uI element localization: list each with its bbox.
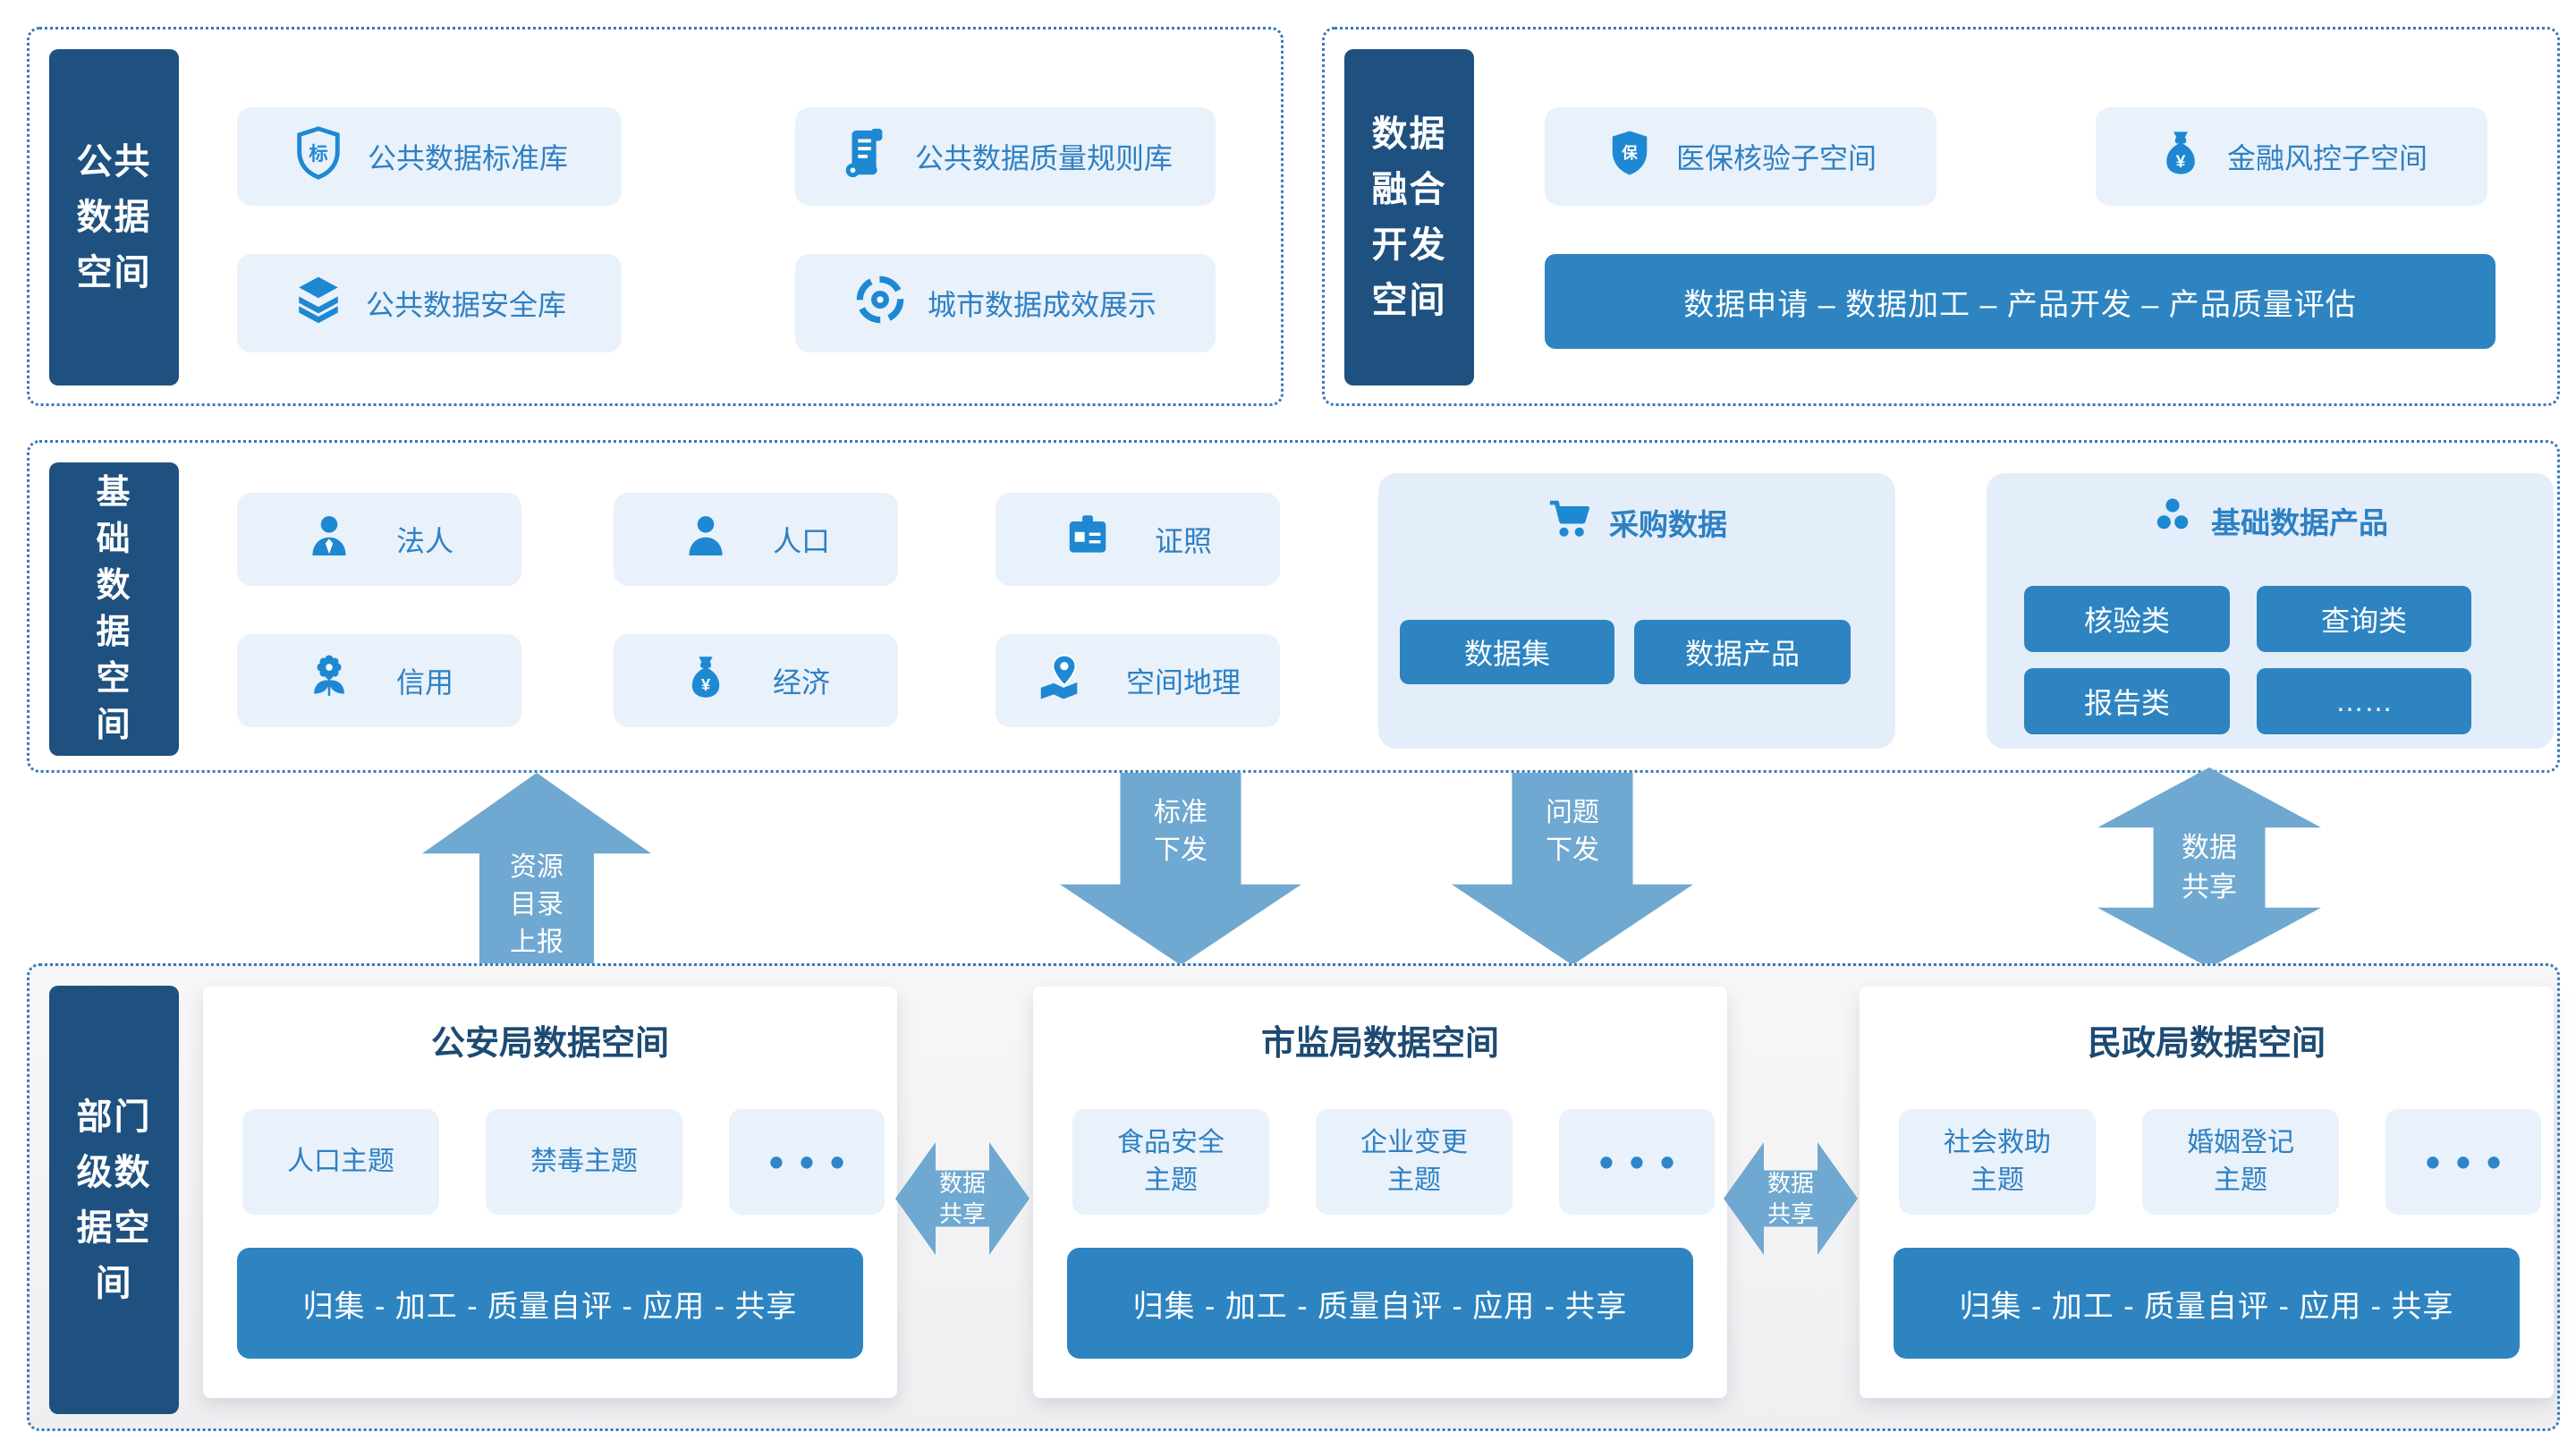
- data-share-vertical-arrow: 数据 共享: [2097, 767, 2321, 968]
- public-quality-rules-label: 公共数据质量规则库: [914, 142, 1173, 174]
- finance-risk-subspace-item: 金融风控子空间: [2096, 107, 2487, 206]
- moneybag-icon: [2156, 128, 2206, 185]
- legal-person-label: 法人: [395, 525, 453, 557]
- civil-affairs-title: 民政局数据空间: [2087, 1025, 2326, 1063]
- department-space-label: 部门 级数 据空 间: [49, 986, 179, 1414]
- basic-data-space-label: 基 础 数 据 空 间: [49, 462, 179, 756]
- shield-standard-icon: [291, 125, 346, 188]
- anti-drug-theme-chip: 禁毒主题: [486, 1109, 682, 1215]
- finance-risk-subspace-label: 金融风控子空间: [2226, 142, 2428, 174]
- report-class-label: 报告类: [2083, 687, 2170, 719]
- market-more-themes-chip: •••: [1559, 1109, 1715, 1215]
- police-process-bar: 归集 - 加工 - 质量自评 - 应用 - 共享: [237, 1248, 863, 1359]
- person-icon: [682, 512, 730, 567]
- police-bureau-title: 公安局数据空间: [430, 1025, 669, 1063]
- standard-down-arrow: 标准 下发: [1060, 773, 1301, 965]
- enterprise-change-theme-chip: 企业变更 主题: [1316, 1109, 1513, 1215]
- verify-class-label: 核验类: [2083, 605, 2170, 637]
- economy-chip: 经济: [614, 634, 898, 727]
- police-more-themes-chip: •••: [729, 1109, 885, 1215]
- public-data-space-container: 公共 数据 空间 公共数据标准库 公共数据质量规则库 公共数据安全库 城市数据成…: [27, 27, 1284, 406]
- issue-down-arrow-text: 问题 下发: [1546, 797, 1599, 865]
- fusion-dev-space-label: 数据 融合 开发 空间: [1344, 49, 1474, 386]
- issue-down-arrow: 问题 下发: [1452, 773, 1693, 965]
- basic-products-title-text: 基础数据产品: [2211, 506, 2388, 539]
- market-bureau-card: 市监局数据空间 食品安全 主题 企业变更 主题 ••• 归集 - 加工 - 质量…: [1033, 987, 1727, 1398]
- shield-bao-icon: [1605, 128, 1655, 185]
- cluster-icon: [2152, 496, 2193, 545]
- report-class-button: 报告类: [2024, 668, 2230, 734]
- population-chip: 人口: [614, 493, 898, 586]
- more-class-label: ……: [2335, 684, 2393, 717]
- social-assistance-theme-chip: 社会救助 主题: [1899, 1109, 2096, 1215]
- economy-label: 经济: [772, 666, 830, 699]
- credit-label: 信用: [395, 666, 453, 699]
- fusion-dev-space-container: 数据 融合 开发 空间 医保核验子空间 金融风控子空间 数据申请 – 数据加工 …: [1322, 27, 2560, 406]
- data-share-left-arrow-text: 数据 共享: [938, 1170, 986, 1227]
- purchase-data-title-text: 采购数据: [1609, 508, 1727, 541]
- department-space-container: 部门 级数 据空 间 公安局数据空间 人口主题 禁毒主题 ••• 归集 - 加工…: [27, 963, 2560, 1431]
- fusion-pipeline-text: 数据申请 – 数据加工 – 产品开发 – 产品质量评估: [1683, 287, 2357, 322]
- basic-products-title: 基础数据产品: [1987, 496, 2554, 545]
- basic-products-panel: 基础数据产品 核验类 查询类 报告类 ……: [1987, 473, 2554, 749]
- public-security-lib-item: 公共数据安全库: [237, 254, 622, 352]
- person-tie-icon: [305, 512, 353, 567]
- medical-verify-subspace-item: 医保核验子空间: [1545, 107, 1936, 206]
- layers-icon: [292, 274, 344, 333]
- data-product-button: 数据产品: [1634, 620, 1851, 684]
- target-icon: [854, 274, 906, 333]
- resource-catalog-up-arrow: 资源 目录 上报: [422, 773, 651, 965]
- market-process-bar: 归集 - 加工 - 质量自评 - 应用 - 共享: [1067, 1248, 1693, 1359]
- medical-verify-subspace-label: 医保核验子空间: [1675, 142, 1877, 174]
- city-data-display-item: 城市数据成效展示: [795, 254, 1216, 352]
- flower-icon: [305, 653, 353, 708]
- idcard-icon: [1063, 512, 1112, 567]
- public-data-space-label: 公共 数据 空间: [49, 49, 179, 386]
- query-class-label: 查询类: [2320, 605, 2407, 637]
- civil-affairs-card: 民政局数据空间 社会救助 主题 婚姻登记 主题 ••• 归集 - 加工 - 质量…: [1860, 987, 2554, 1398]
- legal-person-chip: 法人: [237, 493, 521, 586]
- cart-icon: [1546, 496, 1591, 548]
- public-quality-rules-item: 公共数据质量规则库: [795, 107, 1216, 206]
- verify-class-button: 核验类: [2024, 586, 2230, 652]
- more-class-button: ……: [2257, 668, 2471, 734]
- credit-chip: 信用: [237, 634, 521, 727]
- data-share-vertical-arrow-text: 数据 共享: [2182, 832, 2237, 902]
- license-label: 证照: [1154, 525, 1212, 557]
- public-standard-lib-item: 公共数据标准库: [237, 107, 622, 206]
- population-theme-chip: 人口主题: [242, 1109, 439, 1215]
- query-class-button: 查询类: [2257, 586, 2471, 652]
- standard-down-arrow-text: 标准 下发: [1154, 797, 1208, 865]
- police-bureau-card: 公安局数据空间 人口主题 禁毒主题 ••• 归集 - 加工 - 质量自评 - 应…: [203, 987, 897, 1398]
- department-space-label-text: 部门 级数 据空 间: [76, 1097, 152, 1303]
- civil-more-themes-chip: •••: [2385, 1109, 2541, 1215]
- dataset-button: 数据集: [1400, 620, 1614, 684]
- public-data-space-label-text: 公共 数据 空间: [76, 142, 152, 292]
- basic-data-space-label-text: 基 础 数 据 空 间: [96, 474, 132, 744]
- basic-data-space-container: 基 础 数 据 空 间 法人 人口 证照 信用 经济 空间地理: [27, 440, 2560, 773]
- fusion-pipeline-bar: 数据申请 – 数据加工 – 产品开发 – 产品质量评估: [1545, 254, 2496, 349]
- map-pin-icon: [1035, 653, 1083, 708]
- public-security-lib-label: 公共数据安全库: [365, 289, 566, 321]
- market-bureau-title: 市监局数据空间: [1260, 1025, 1499, 1063]
- dataset-button-label: 数据集: [1463, 638, 1550, 670]
- resource-catalog-up-arrow-text: 资源 目录 上报: [510, 852, 564, 957]
- license-chip: 证照: [996, 493, 1280, 586]
- geo-chip: 空间地理: [996, 634, 1280, 727]
- public-standard-lib-label: 公共数据标准库: [367, 142, 568, 174]
- purchase-data-title: 采购数据: [1378, 496, 1895, 548]
- civil-process-bar: 归集 - 加工 - 质量自评 - 应用 - 共享: [1894, 1248, 2520, 1359]
- city-data-display-label: 城市数据成效展示: [927, 289, 1157, 321]
- marriage-registration-theme-chip: 婚姻登记 主题: [2142, 1109, 2339, 1215]
- moneybag-icon: [682, 653, 730, 708]
- scroll-icon: [838, 125, 894, 188]
- food-safety-theme-chip: 食品安全 主题: [1072, 1109, 1269, 1215]
- data-product-button-label: 数据产品: [1684, 638, 1800, 670]
- data-share-right-arrow-text: 数据 共享: [1767, 1170, 1814, 1227]
- fusion-dev-space-label-text: 数据 融合 开发 空间: [1371, 114, 1447, 320]
- geo-label: 空间地理: [1125, 666, 1241, 699]
- population-label: 人口: [772, 525, 830, 557]
- purchase-data-panel: 采购数据 数据集 数据产品: [1378, 473, 1895, 749]
